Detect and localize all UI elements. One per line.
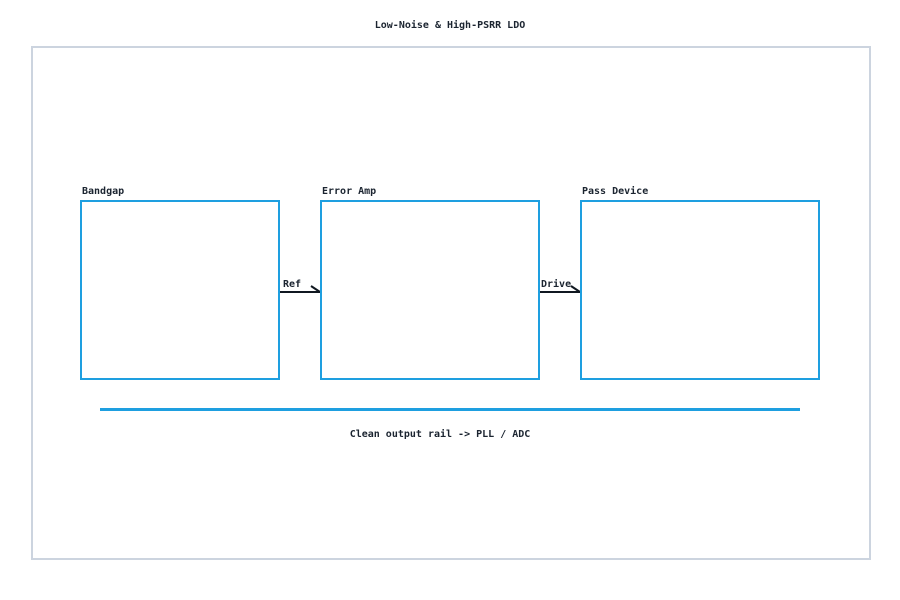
output-rail-line bbox=[100, 408, 800, 411]
node-box-pass-device bbox=[580, 200, 820, 380]
node-label-bandgap: Bandgap bbox=[82, 186, 125, 197]
diagram-title: Low-Noise & High-PSRR LDO bbox=[374, 20, 526, 31]
node-label-error-amp: Error Amp bbox=[322, 186, 377, 197]
edge-label-ref: Ref bbox=[283, 279, 302, 290]
output-rail-caption: Clean output rail -> PLL / ADC bbox=[349, 429, 531, 440]
node-box-error-amp bbox=[320, 200, 540, 380]
node-label-pass-device: Pass Device bbox=[582, 186, 649, 197]
arrow-ref-icon bbox=[280, 285, 320, 293]
arrow-drive-icon bbox=[540, 285, 580, 293]
edge-label-drive: Drive bbox=[541, 279, 572, 290]
node-box-bandgap bbox=[80, 200, 280, 380]
